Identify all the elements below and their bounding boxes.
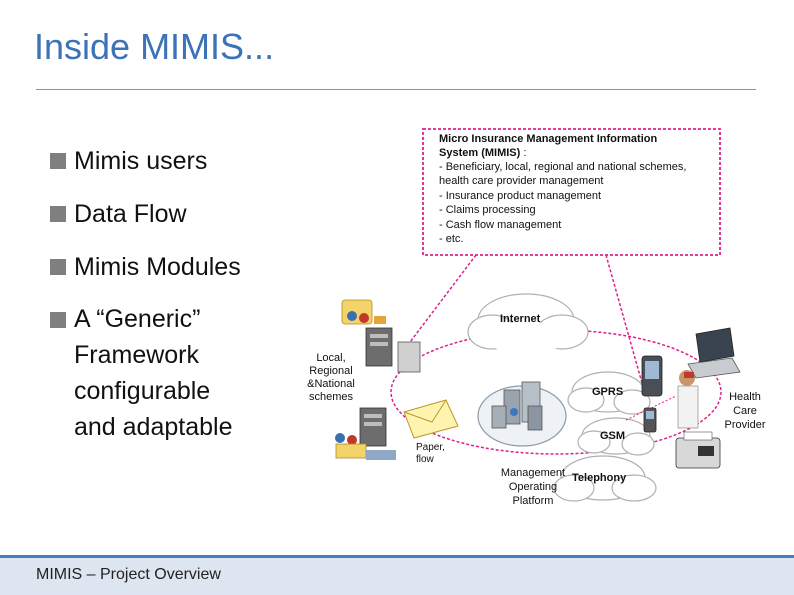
- bullet-square-icon: [50, 153, 66, 169]
- paper-flow-label: Paper, flow: [416, 442, 445, 466]
- diagram-graphics: [335, 128, 741, 502]
- telephony-label: Telephony: [572, 472, 627, 484]
- pda-phone-icon: [641, 355, 663, 397]
- schemes-label: Local, Regional &National schemes: [304, 352, 358, 404]
- schemes-label-line: &National: [307, 378, 355, 390]
- schemes-label-line: Regional: [309, 365, 353, 377]
- bullet-mimis-users: Mimis users: [48, 142, 308, 180]
- provider-label-line: Care: [733, 405, 757, 417]
- bullet-text: Data Flow: [74, 200, 187, 228]
- gprs-cloud: [567, 371, 651, 415]
- footer-bar: [0, 555, 794, 595]
- link-box-to-schemes: [403, 254, 477, 351]
- paper-flow-line: flow: [416, 454, 434, 465]
- bullet-data-flow: Data Flow: [48, 195, 308, 233]
- bullet-square-icon: [50, 206, 66, 222]
- gprs-label: GPRS: [592, 386, 624, 398]
- provider-label-line: Provider: [724, 419, 766, 431]
- paper-envelope-icon: [403, 399, 459, 439]
- bullet-text: Mimis Modules: [74, 253, 241, 281]
- doctor-icon: [677, 370, 699, 429]
- bullet-generic-framework: A “Generic” Framework configurable and a…: [48, 301, 308, 445]
- provider-label-line: Health: [729, 391, 761, 403]
- info-box-item: - Beneficiary, local, regional and natio…: [439, 161, 687, 173]
- info-box-item: - Claims processing: [439, 204, 536, 216]
- bullet-square-icon: [50, 259, 66, 275]
- info-box-title-suffix: :: [520, 147, 527, 159]
- link-box-to-provider: [605, 254, 652, 416]
- scheme-server-top-icon: [365, 327, 421, 373]
- user-group-bottom-icon: [335, 433, 396, 460]
- telephony-cloud: [553, 455, 657, 502]
- link-gprs-to-provider: [625, 395, 677, 421]
- info-box-item: - Insurance product management: [439, 190, 602, 202]
- info-box-title-line2-wrap: System (MIMIS) :: [439, 146, 526, 160]
- bullet-mimis-modules: Mimis Modules: [48, 248, 308, 286]
- platform-label: Management Operating Platform: [498, 466, 568, 508]
- mobile-phone-icon: [643, 407, 657, 433]
- platform-label-line: Operating: [508, 481, 558, 493]
- server-cluster-icon: [491, 381, 543, 431]
- laptop-icon: [687, 327, 741, 379]
- scheme-server-bottom-icon: [359, 407, 387, 447]
- fax-machine-icon: [675, 431, 721, 469]
- slide-title: Inside MIMIS...: [34, 26, 275, 67]
- bullet-line: Framework: [74, 341, 200, 369]
- mimis-architecture-diagram: Micro Insurance Management Information S…: [296, 120, 794, 520]
- bullet-square-icon: [50, 312, 66, 328]
- bullet-list: Mimis users Data Flow Mimis Modules A “G…: [48, 142, 308, 460]
- footer-divider: [0, 555, 794, 558]
- gsm-cloud: [577, 417, 655, 456]
- internet-label: Internet: [500, 313, 541, 325]
- info-box-title-line1: Micro Insurance Management Information: [439, 133, 658, 145]
- paper-flow-line: Paper,: [416, 442, 445, 453]
- info-box-border: [422, 128, 721, 256]
- info-box-item: - Cash flow management: [439, 219, 562, 231]
- schemes-label-line: Local,: [316, 352, 346, 364]
- gsm-label: GSM: [600, 430, 626, 442]
- info-box-item: - etc.: [439, 233, 464, 245]
- title-divider: [36, 89, 756, 90]
- platform-label-line: Management: [500, 467, 566, 479]
- bullet-line: A “Generic”: [74, 305, 201, 333]
- info-box-item: health care provider management: [439, 175, 604, 187]
- footer-text: MIMIS – Project Overview: [36, 566, 221, 583]
- platform-label-line: Platform: [512, 495, 554, 507]
- user-group-top-icon: [341, 299, 386, 325]
- bullet-line: and adaptable: [74, 413, 233, 441]
- internet-cloud: [467, 293, 589, 354]
- provider-label: Health Care Provider: [722, 390, 768, 432]
- bullet-line: configurable: [74, 377, 211, 405]
- schemes-label-line: schemes: [308, 391, 354, 403]
- info-box-title-line2: System (MIMIS): [439, 147, 521, 159]
- bullet-text: Mimis users: [74, 147, 208, 175]
